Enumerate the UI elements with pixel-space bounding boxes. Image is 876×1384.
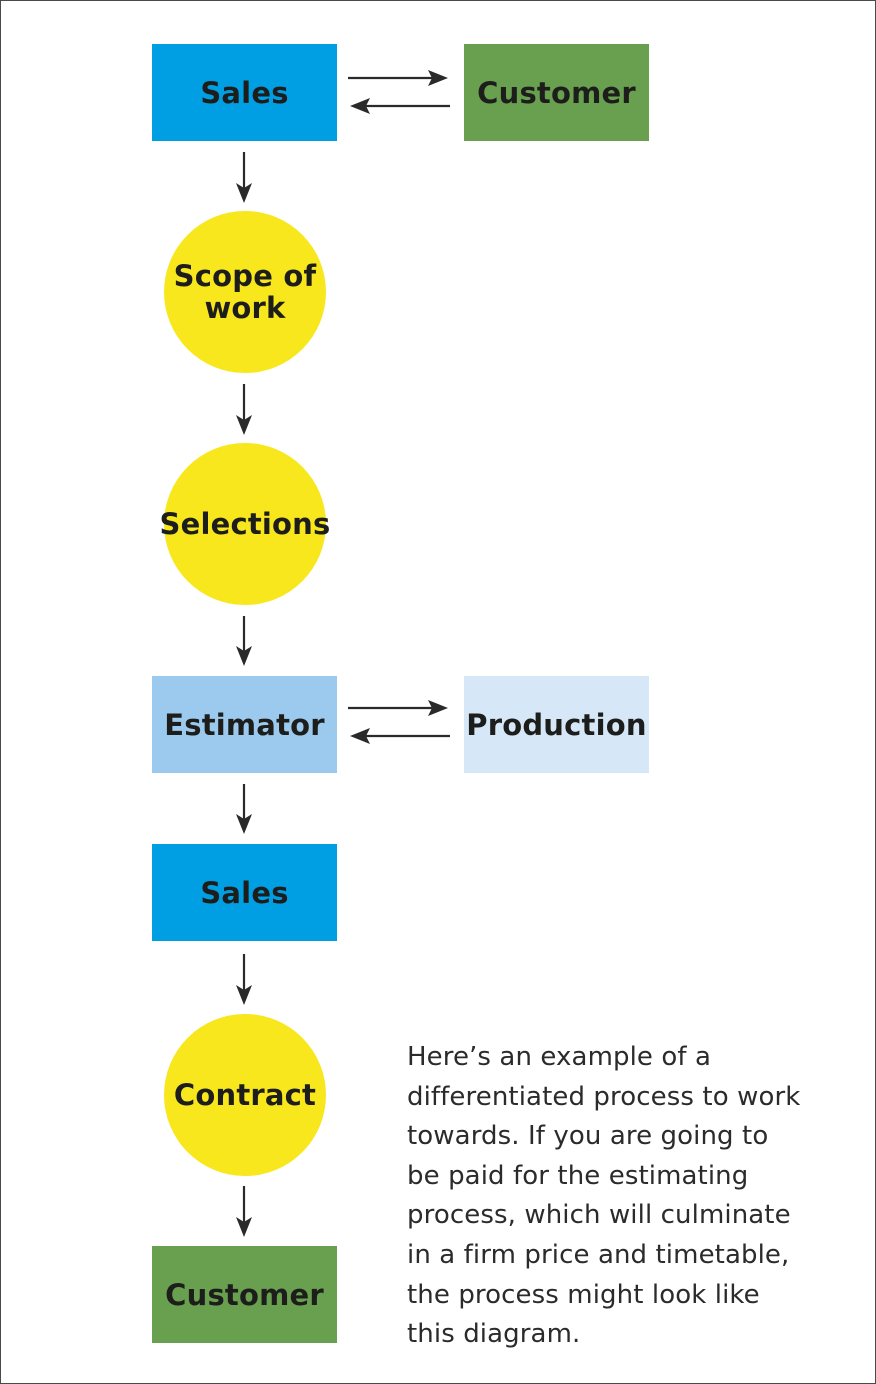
estimator-label: Estimator bbox=[164, 707, 325, 742]
selections-circle: Selections bbox=[160, 443, 330, 605]
arrow-customer-to-sales bbox=[350, 98, 450, 114]
production-box: Production bbox=[464, 676, 649, 773]
diagram-caption: Here’s an example of a differentiated pr… bbox=[407, 1042, 801, 1350]
customer-box-top: Customer bbox=[464, 44, 649, 141]
arrow-estimator-to-production bbox=[348, 700, 448, 716]
arrow-production-to-estimator bbox=[350, 728, 450, 744]
arrow-estimator-to-sales bbox=[236, 784, 252, 834]
customer-box-bottom: Customer bbox=[152, 1246, 337, 1343]
arrow-selections-to-estimator bbox=[236, 616, 252, 666]
contract-label: Contract bbox=[173, 1078, 317, 1112]
contract-circle: Contract bbox=[164, 1014, 326, 1176]
sales-label-bottom: Sales bbox=[200, 875, 289, 910]
selections-label: Selections bbox=[159, 507, 331, 541]
customer-label-top: Customer bbox=[477, 75, 636, 110]
arrow-sales-to-customer bbox=[348, 70, 448, 86]
arrow-contract-to-customer bbox=[236, 1186, 252, 1237]
estimator-box: Estimator bbox=[152, 676, 337, 773]
arrow-sales-to-scope bbox=[236, 152, 252, 203]
arrow-sales-to-contract bbox=[236, 954, 252, 1005]
arrow-scope-to-selections bbox=[236, 384, 252, 435]
sales-label-top: Sales bbox=[200, 75, 289, 110]
scope-of-work-label: Scope of work bbox=[173, 259, 317, 325]
scope-of-work-circle: Scope of work bbox=[164, 211, 326, 373]
customer-label-bottom: Customer bbox=[165, 1277, 324, 1312]
production-label: Production bbox=[466, 707, 647, 742]
sales-box-top: Sales bbox=[152, 44, 337, 141]
sales-box-bottom: Sales bbox=[152, 844, 337, 941]
